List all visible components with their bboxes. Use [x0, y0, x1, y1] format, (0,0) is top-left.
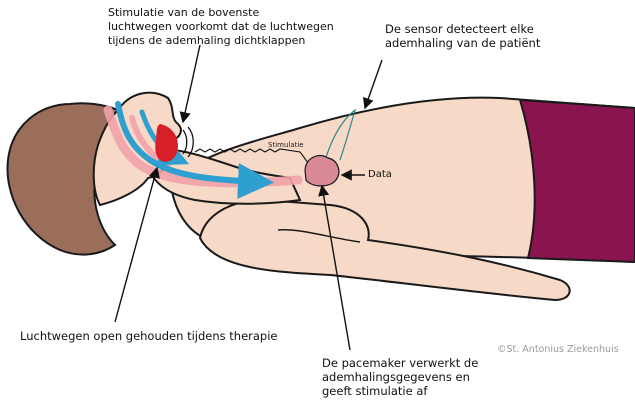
arrow-stimulation: [183, 45, 200, 122]
label-pacemaker: De pacemaker verwerkt de ademhalingsgege…: [322, 356, 478, 398]
pacemaker-device: [305, 156, 339, 186]
label-airways-open: Luchtwegen open gehouden tijdens therapi…: [20, 329, 278, 343]
label-stimulation: Stimulatie van de bovenste luchtwegen vo…: [108, 6, 334, 48]
arrow-sensor: [365, 60, 382, 108]
shirt: [520, 100, 635, 262]
stim-wave-1: [183, 130, 187, 154]
label-data: Data: [368, 168, 392, 182]
label-stimulatie-wire: Stimulatie: [268, 138, 304, 152]
credit: ©St. Antonius Ziekenhuis: [497, 344, 619, 355]
label-sensor: De sensor detecteert elke ademhaling van…: [385, 22, 540, 50]
